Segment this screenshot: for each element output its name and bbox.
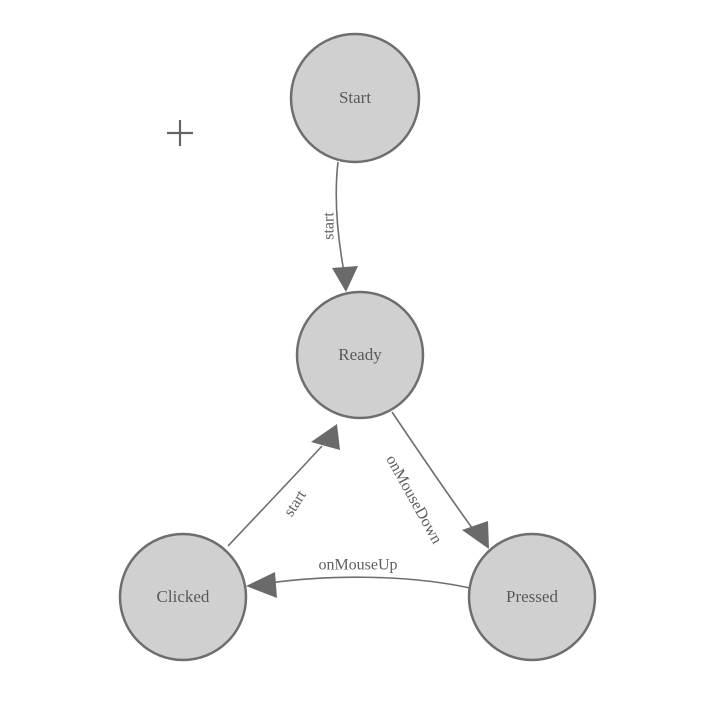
state-node-pressed-label: Pressed xyxy=(506,587,558,606)
arrowhead-ready-to-pressed xyxy=(462,521,489,549)
edge-path-clicked-to-ready xyxy=(227,445,323,547)
edge-label-start-to-ready: start xyxy=(321,212,338,240)
edge-label-pressed-to-clicked: onMouseUp xyxy=(318,557,397,574)
edge-path-start-to-ready xyxy=(335,161,345,273)
plus-marker[interactable] xyxy=(167,120,193,146)
edge-label-clicked-to-ready: start xyxy=(281,487,311,520)
state-node-start[interactable]: Start xyxy=(289,32,421,164)
edge-ready-to-pressed[interactable]: onMouseDown xyxy=(382,411,489,549)
state-node-start-circle xyxy=(289,32,421,164)
edge-path-ready-to-pressed xyxy=(391,411,479,537)
state-node-clicked-circle xyxy=(118,532,248,662)
arrowhead-clicked-to-ready xyxy=(311,424,340,450)
arrowhead-start-to-ready xyxy=(332,266,358,292)
state-node-clicked-label: Clicked xyxy=(157,587,210,606)
state-node-pressed-circle xyxy=(467,532,597,662)
arrowhead-pressed-to-clicked xyxy=(246,572,277,598)
edge-start-to-ready[interactable]: start xyxy=(321,161,358,292)
state-node-ready-label: Ready xyxy=(338,345,382,364)
state-node-ready[interactable]: Ready xyxy=(295,290,425,420)
state-node-pressed[interactable]: Pressed xyxy=(467,532,597,662)
state-node-clicked[interactable]: Clicked xyxy=(118,532,248,662)
edge-label-ready-to-pressed: onMouseDown xyxy=(382,452,445,547)
state-node-start-label: Start xyxy=(339,88,371,107)
state-node-ready-circle xyxy=(295,290,425,420)
edge-clicked-to-ready[interactable]: start xyxy=(227,424,340,547)
edge-path-pressed-to-clicked xyxy=(269,576,471,589)
edge-pressed-to-clicked[interactable]: onMouseUp xyxy=(246,557,471,598)
